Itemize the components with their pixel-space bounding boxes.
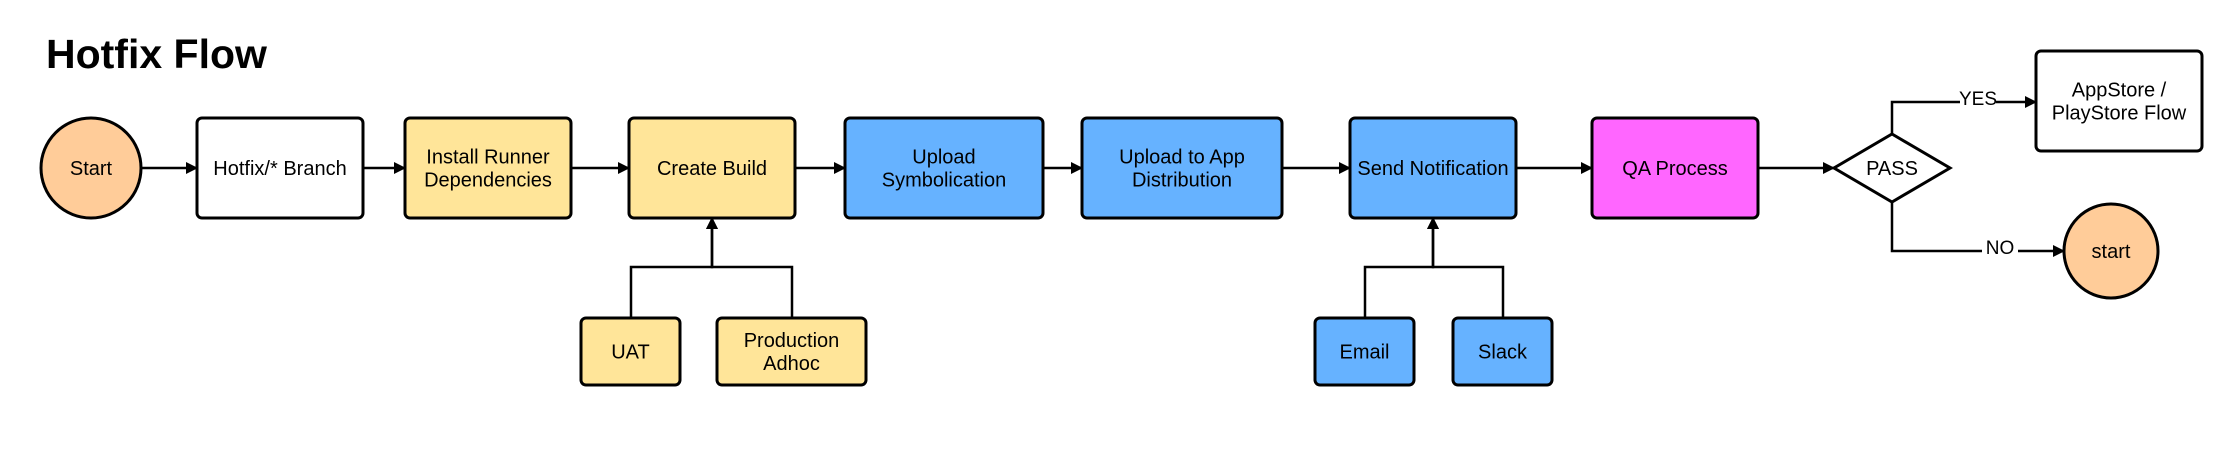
edge-uat-to-build [629,217,718,318]
node-box [627,116,797,220]
node-box [195,116,365,220]
node-label: Upload [912,147,975,169]
nodes-layer: Start Hotfix/* Branch Install RunnerDepend… [39,49,2204,387]
node-qa[interactable]: QA Process [1590,116,1760,220]
node-box [1080,116,1284,220]
node-uat[interactable]: UAT [579,316,682,387]
node-box [1313,316,1416,387]
node-label: Distribution [1132,170,1232,192]
page-title: Hotfix Flow [46,31,267,77]
node-label: QA Process [1622,158,1728,180]
node-branch[interactable]: Hotfix/* Branch [195,116,365,220]
node-label: UAT [611,342,650,364]
node-box [1590,116,1760,220]
node-label: Create Build [657,158,767,180]
node-restart[interactable]: start [2062,202,2160,300]
node-store[interactable]: AppStore /PlayStore Flow [2034,49,2204,153]
edge-line [629,217,718,318]
node-box [1451,316,1554,387]
edge-label-background [1982,238,2018,260]
edge-line [706,217,794,318]
node-label: AppStore / [2072,80,2167,102]
node-pass[interactable]: PASS [1831,132,1953,204]
node-box [579,316,682,387]
node-start[interactable]: Start [39,116,143,220]
node-label: Hotfix/* Branch [213,158,346,180]
edge-label-yes: YES [1959,89,1997,110]
node-label: Symbolication [882,170,1007,192]
node-label: Start [70,158,113,180]
edge-pass-to-store: YES [1890,89,2037,134]
edge-email-to-notify [1363,217,1439,318]
node-box [1348,116,1518,220]
node-label: PASS [1866,158,1918,180]
node-box [403,116,573,220]
node-label: Email [1339,342,1389,364]
node-label: Install Runner [426,147,550,169]
edge-line [1890,202,2065,257]
node-label: Production [744,330,840,352]
edge-line [1427,217,1505,318]
edge-label-no: NO [1986,238,2015,259]
edges-layer: YES NO [141,89,2065,318]
node-label: Dependencies [424,170,552,192]
node-slack[interactable]: Slack [1451,316,1554,387]
node-diamond [1831,132,1953,204]
node-label: PlayStore Flow [2052,103,2187,125]
node-notify[interactable]: Send Notification [1348,116,1518,220]
edge-slack-to-notify [1427,217,1505,318]
node-build[interactable]: Create Build [627,116,797,220]
node-email[interactable]: Email [1313,316,1416,387]
node-circle [2062,202,2160,300]
node-label: Upload to App [1119,147,1245,169]
edge-line [1363,217,1439,318]
node-label: Slack [1478,342,1528,364]
node-box [843,116,1045,220]
edge-pass-to-restart: NO [1890,202,2065,260]
node-box [715,316,868,387]
node-box [2034,49,2204,153]
node-label: Send Notification [1357,158,1508,180]
node-label: start [2092,241,2131,263]
edge-adhoc-to-build [706,217,794,318]
edge-label-background [1960,89,1996,111]
node-label: Adhoc [763,353,820,375]
node-circle [39,116,143,220]
